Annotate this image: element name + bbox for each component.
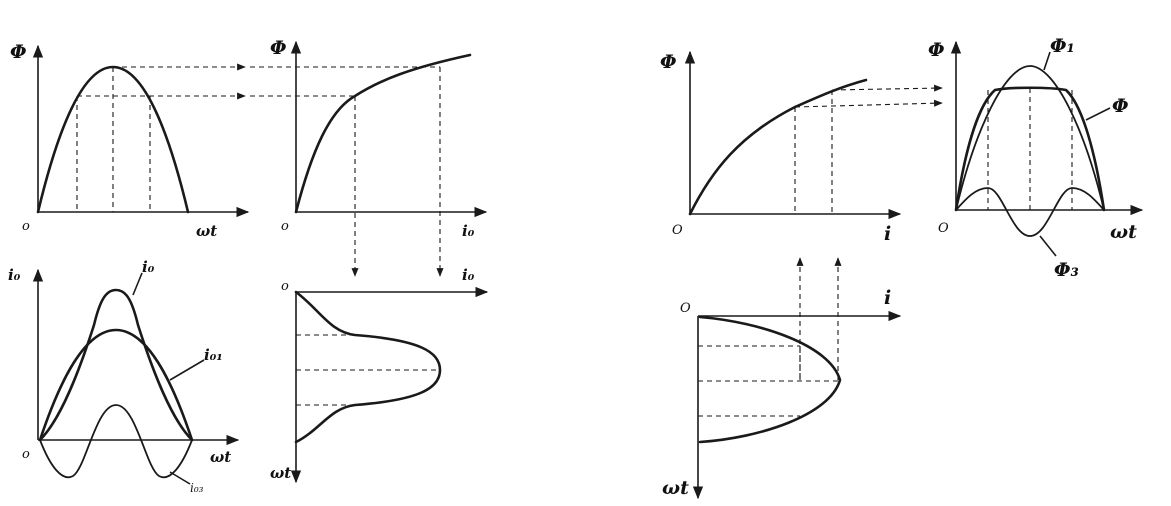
left-mag-y-label: Φ [270, 37, 287, 59]
leader-i01 [169, 359, 205, 381]
left-harm-origin: o [22, 447, 30, 462]
leader-phi [1085, 107, 1111, 121]
right-mag-x-label: i [884, 223, 891, 245]
leader-i03 [169, 471, 191, 485]
curve-label-phi: Φ [1112, 95, 1129, 117]
leader-i0 [132, 272, 143, 296]
left-ct-origin: o [281, 279, 289, 294]
right-magnetization-panel: Φ i O [660, 50, 943, 245]
right-ct-y-label: ωt [662, 477, 689, 499]
left-current-time-panel: o i₀ ωt [270, 266, 489, 484]
left-mag-origin: o [281, 219, 289, 234]
peaked-current-curve [294, 290, 442, 444]
right-mag-origin: O [672, 223, 683, 238]
right-flux-harmonics-panel: Φ ωt O Φ₁ Φ Φ₃ [928, 35, 1144, 281]
left-flux-time-origin: o [22, 219, 30, 234]
curve-label-i03: i₀₃ [190, 481, 204, 495]
left-flux-time-panel: Φ ωt o [10, 41, 250, 240]
fundamental-current-i01 [38, 328, 194, 442]
right-harm-origin: O [938, 221, 949, 236]
left-mag-x-label: i₀ [462, 222, 475, 240]
curve-label-i0: i₀ [142, 258, 155, 276]
right-mag-y-label: Φ [660, 51, 677, 73]
right-current-time-panel: O i ωt [662, 287, 902, 500]
third-harmonic-current-i03 [39, 404, 193, 479]
left-flux-time-y-label: Φ [10, 41, 27, 63]
right-harm-y-label: Φ [928, 39, 945, 61]
curve-label-phi1: Φ₁ [1050, 35, 1075, 57]
right-transfer-arrow [831, 84, 943, 92]
left-magnetization-panel: Φ i₀ o [250, 37, 488, 277]
left-ct-x-label: i₀ [462, 266, 475, 284]
right-ct-origin: O [680, 301, 691, 316]
total-flux-phi [954, 86, 1106, 212]
right-magnetization-curve [688, 78, 868, 216]
leader-phi1 [1043, 51, 1051, 71]
magnetization-curve [294, 53, 472, 214]
right-current-curve [698, 315, 842, 444]
curve-label-phi3: Φ₃ [1054, 259, 1079, 281]
left-current-harmonics-panel: i₀ ωt o i₀ i₀₁ i₀₃ [8, 258, 240, 495]
right-ct-x-label: i [884, 287, 891, 309]
total-current-i0 [38, 288, 194, 442]
left-harm-x-label: ωt [210, 448, 231, 466]
right-harm-x-label: ωt [1110, 221, 1137, 243]
leader-phi3 [1039, 235, 1057, 257]
left-harm-y-label: i₀ [8, 266, 21, 284]
right-transfer-arrow [794, 99, 943, 108]
left-flux-time-x-label: ωt [196, 222, 217, 240]
left-ct-y-label: ωt [270, 464, 291, 482]
curve-label-i01: i₀₁ [204, 346, 223, 364]
third-harmonic-flux-phi3 [955, 187, 1105, 237]
fundamental-flux-phi1 [955, 65, 1105, 211]
